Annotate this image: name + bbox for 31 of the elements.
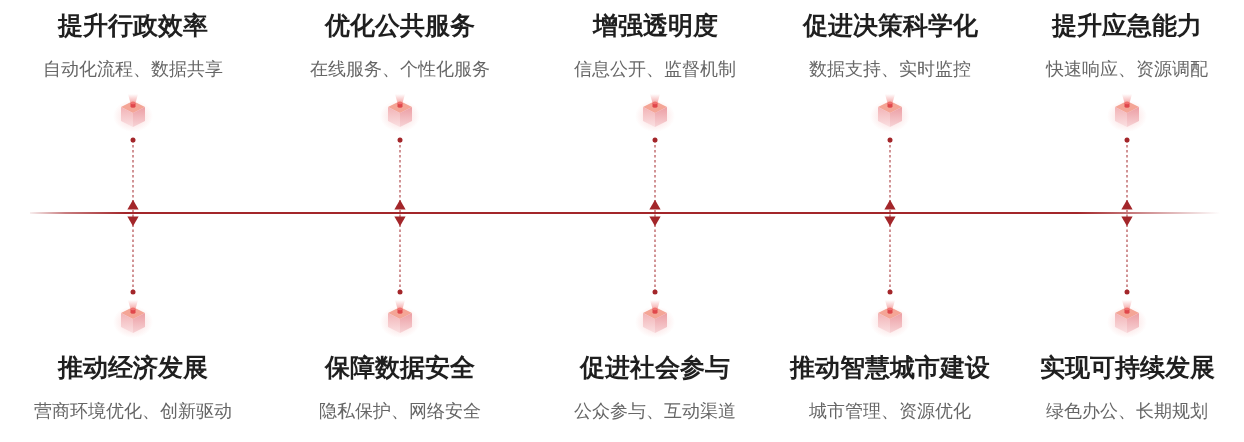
description: 信息公开、监督机制	[574, 57, 736, 81]
heading: 提升应急能力	[1052, 10, 1202, 42]
heading: 促进社会参与	[580, 352, 730, 384]
heading: 增强透明度	[592, 10, 718, 42]
heading: 实现可持续发展	[1039, 352, 1215, 384]
description: 自动化流程、数据共享	[43, 57, 223, 81]
dotted-connector	[127, 137, 139, 213]
description: 快速响应、资源调配	[1046, 57, 1208, 81]
dotted-connector	[1121, 137, 1133, 213]
heading: 推动智慧城市建设	[790, 352, 990, 384]
dotted-connector	[394, 137, 406, 213]
description: 营商环境优化、创新驱动	[34, 399, 232, 423]
dotted-connector	[884, 137, 896, 213]
heading: 提升行政效率	[58, 10, 208, 42]
description: 隐私保护、网络安全	[319, 399, 481, 423]
heading: 优化公共服务	[325, 10, 475, 42]
description: 在线服务、个性化服务	[310, 57, 490, 81]
heading: 促进决策科学化	[802, 10, 978, 42]
heading: 推动经济发展	[58, 352, 208, 384]
dotted-connector	[1121, 213, 1133, 295]
dotted-connector	[649, 137, 661, 213]
dotted-connector	[649, 213, 661, 295]
description: 数据支持、实时监控	[809, 57, 971, 81]
heading: 保障数据安全	[325, 352, 475, 384]
dotted-connector	[394, 213, 406, 295]
dotted-connector	[884, 213, 896, 295]
description: 绿色办公、长期规划	[1046, 399, 1208, 423]
description: 城市管理、资源优化	[809, 399, 971, 423]
timeline-line	[30, 212, 1220, 214]
description: 公众参与、互动渠道	[574, 399, 736, 423]
dotted-connector	[127, 213, 139, 295]
